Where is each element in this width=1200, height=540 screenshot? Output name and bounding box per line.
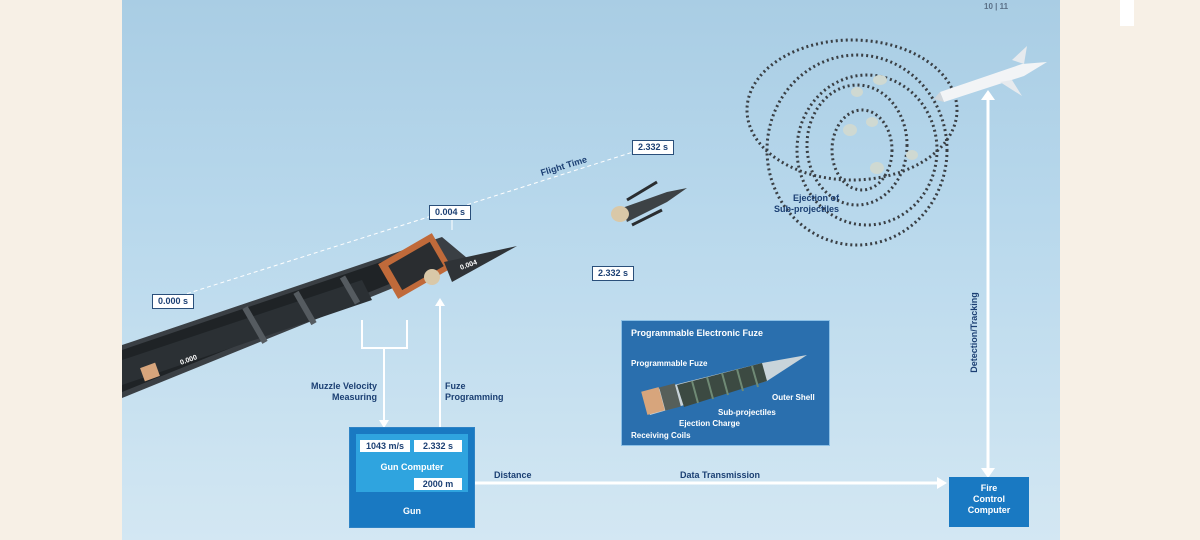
fuze-time-value: 2.332 s [414,440,462,452]
sub-projectiles-label: Sub-projectiles [718,408,776,417]
fuze-illustration [641,355,807,415]
fuze-panel: Programmable Electronic Fuze Programmabl… [621,320,830,446]
timestamp-t2-bottom: 2.332 s [592,266,635,281]
timestamp-t1: 0.004 s [429,205,472,220]
target-missile [934,46,1047,102]
sub-projectile-cloud [745,38,959,247]
scrollbar[interactable] [1120,0,1134,26]
diagram-panel: 10 | 11 0.000 s 0.004 s 2.332 s 2.332 s … [122,0,1060,540]
muzzle-velocity-label: Muzzle Velocity Measuring [310,381,377,402]
outer-shell-label: Outer Shell [772,393,815,402]
timestamp-t2-top: 2.332 s [632,140,675,155]
distance-value: 2000 m [414,478,462,490]
projectile-in-flight [611,180,687,227]
gun-computer: 1043 m/s 2.332 s Gun Computer 2000 m [356,434,468,492]
fuze-panel-title: Programmable Electronic Fuze [631,328,764,338]
gun-label: Gun [403,506,421,516]
programmable-fuze-label: Programmable Fuze [631,359,708,368]
fuze-programming-label: Fuze Programming [445,381,504,402]
fire-control-label: Fire Control Computer [967,483,1011,515]
page-number: 10 | 11 [984,2,1009,11]
receiving-coils-label: Receiving Coils [631,431,691,440]
ejection-charge-label: Ejection Charge [679,419,740,428]
gun-computer-label: Gun Computer [380,462,444,472]
flight-time-line [166,145,653,301]
data-transmission-label: Data Transmission [680,470,761,480]
timestamp-t0: 0.000 s [152,294,195,309]
gun-box: 1043 m/s 2.332 s Gun Computer 2000 m Gun [349,427,475,528]
gun-barrel [122,233,517,398]
ejection-label: Ejection of Sub-projectiles [773,193,839,214]
fire-control-computer: Fire Control Computer [949,477,1029,527]
detection-tracking-label: Detection/Tracking [968,292,979,373]
diagram-graphics [122,38,1047,489]
distance-label: Distance [494,470,532,480]
muzzle-velocity-value: 1043 m/s [360,440,410,452]
